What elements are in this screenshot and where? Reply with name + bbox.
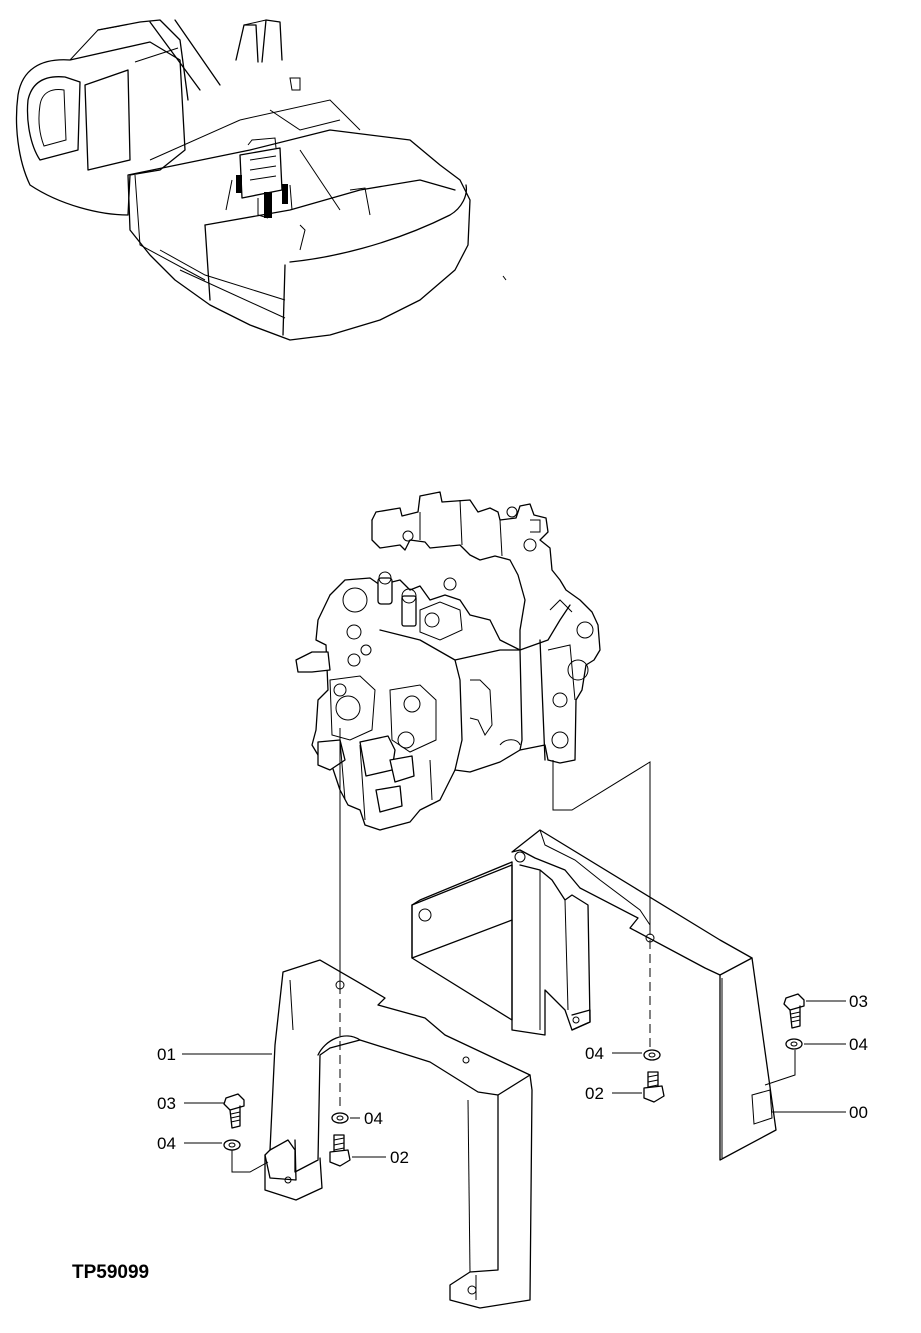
bolt-02-left — [329, 1134, 351, 1167]
excavator-overview-illustration — [15, 19, 507, 341]
bracket-01 — [264, 959, 533, 1309]
callout-00: 00 — [849, 1103, 868, 1122]
callout-04-left: 04 — [157, 1134, 176, 1153]
callout-04-right: 04 — [849, 1035, 868, 1054]
bolt-03-left — [223, 1093, 245, 1129]
control-valve-location-marker — [225, 137, 293, 219]
washer-04-left — [223, 1139, 241, 1151]
bolt-02-right — [643, 1071, 665, 1103]
assembly-guide-lines — [231, 728, 796, 1173]
washer-04-mid-right — [643, 1049, 661, 1061]
callout-02-right: 02 — [585, 1084, 604, 1103]
drawing-code: TP59099 — [72, 1262, 150, 1283]
callout-01: 01 — [157, 1045, 176, 1064]
bolt-03-right — [783, 993, 805, 1029]
callout-04-mid-left: 04 — [364, 1109, 383, 1128]
control-valve-assembly — [295, 491, 601, 831]
callout-leaders — [182, 1000, 846, 1158]
callout-03-right: 03 — [849, 992, 868, 1011]
callout-03-left: 03 — [157, 1094, 176, 1113]
callout-02-left: 02 — [390, 1148, 409, 1167]
washer-04-right — [785, 1038, 803, 1050]
washer-04-mid-left — [331, 1112, 349, 1124]
callout-04-mid-right: 04 — [585, 1044, 604, 1063]
bracket-00 — [411, 829, 777, 1161]
